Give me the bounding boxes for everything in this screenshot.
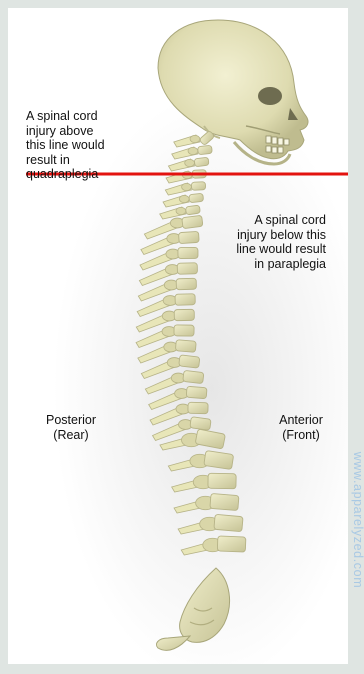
diagram-panel: A spinal cord injury above this line wou… bbox=[8, 8, 348, 664]
vertebra bbox=[181, 536, 246, 555]
vertebra bbox=[172, 473, 237, 492]
quadraplegia-note: A spinal cord injury above this line wou… bbox=[26, 109, 176, 182]
posterior-label: Posterior (Rear) bbox=[26, 413, 116, 442]
vertebra bbox=[172, 145, 213, 159]
watermark: www.apparelyzed.com bbox=[351, 425, 364, 615]
vertebra bbox=[178, 514, 243, 534]
vertebra bbox=[174, 493, 239, 513]
vertebra bbox=[174, 130, 215, 147]
anterior-label: Anterior (Front) bbox=[256, 413, 346, 442]
spine-illustration bbox=[8, 8, 348, 664]
vertebra bbox=[165, 182, 205, 195]
vertebra bbox=[163, 193, 204, 207]
sacrum bbox=[156, 568, 229, 650]
vertebra bbox=[168, 451, 233, 471]
vertebral-column bbox=[136, 130, 246, 555]
paraplegia-note: A spinal cord injury below this line wou… bbox=[168, 213, 326, 271]
